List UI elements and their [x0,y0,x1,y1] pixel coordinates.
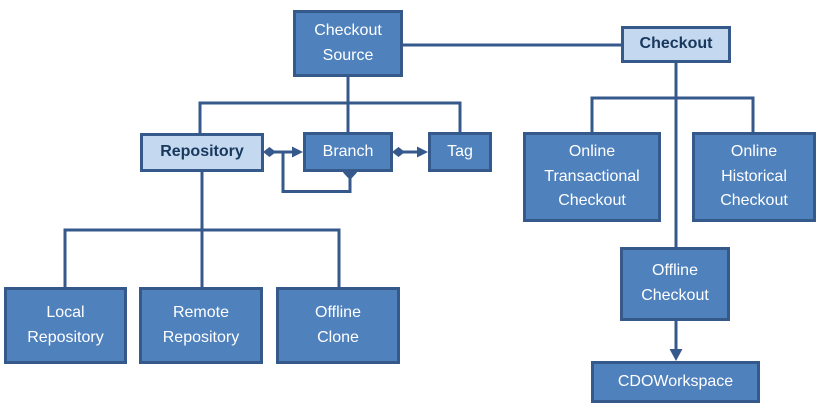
arrowhead-branch [292,146,303,158]
node-repository: Repository [140,133,264,172]
arrowhead-cdoworkspace [669,349,683,361]
connector-left-tree [198,101,462,133]
node-offline-checkout: Offline Checkout [620,247,730,321]
diamond-branch-right [392,147,405,157]
node-offline-clone: Offline Clone [276,287,400,364]
node-cdo-workspace: CDOWorkspace [591,361,760,403]
node-online-historical-checkout: Online Historical Checkout [692,132,816,222]
connector-checkout-tree [590,96,755,132]
node-local-repository: Local Repository [4,287,127,364]
node-tag: Tag [428,132,492,172]
node-checkout: Checkout [621,26,731,63]
node-online-transactional-checkout: Online Transactional Checkout [523,132,661,222]
arrowhead-tag [417,146,428,158]
node-remote-repository: Remote Repository [139,287,263,364]
diamond-repository [263,147,276,157]
node-branch: Branch [303,132,393,172]
connector-branch-self-loop [281,153,352,193]
node-checkout-source: Checkout Source [293,10,403,77]
